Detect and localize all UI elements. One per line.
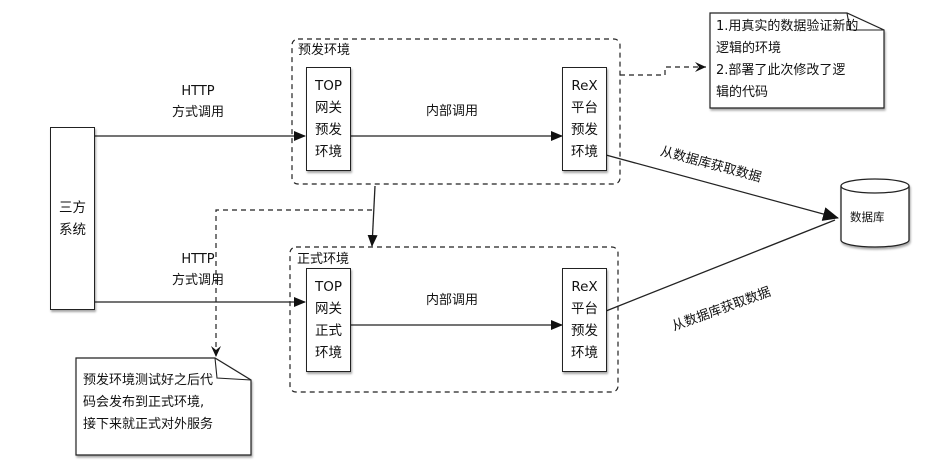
label-line: 预发 — [314, 122, 342, 138]
label-line: 网关 — [314, 100, 342, 116]
prod-env-container — [289, 246, 619, 393]
pre-top-gateway[interactable]: TOP 网关 预发 环境 — [306, 67, 351, 171]
pre-rex-platform-label: ReX 平台 预发 环境 — [571, 75, 598, 163]
deploy-arrow — [367, 185, 378, 247]
label-line: 方式调用 — [171, 105, 224, 120]
third-party-system-label: 三方 系统 — [59, 197, 86, 241]
database-label: 数据库 — [850, 210, 885, 224]
prod-rex-platform-label: ReX 平台 预发 环境 — [571, 276, 598, 364]
prod-top-gateway-label: TOP 网关 正式 环境 — [315, 276, 342, 364]
label-line: 平台 — [571, 100, 598, 116]
note-release-shape — [75, 357, 252, 456]
label-line: 网关 — [314, 301, 342, 317]
note-line: 1.用真实的数据验证新的 — [716, 19, 859, 34]
note-connector-release — [211, 209, 372, 357]
db-fetch-line-pre — [605, 154, 839, 221]
database-cylinder — [840, 178, 910, 248]
pre-env-container — [291, 38, 621, 185]
label-line: HTTP — [181, 84, 215, 99]
note-line: 接下来就正式对外服务 — [83, 417, 214, 432]
label-line: 平台 — [571, 301, 598, 317]
note-pre-env-shape — [709, 12, 885, 109]
note-line: 逻辑的环境 — [716, 41, 782, 56]
note-line: 辑的代码 — [716, 85, 769, 100]
label-line: TOP — [314, 279, 342, 295]
label-line: 环境 — [571, 345, 598, 361]
pre-internal-call-label: 内部调用 — [426, 104, 479, 119]
label-line: 预发 — [571, 323, 598, 339]
third-party-system[interactable]: 三方 系统 — [50, 127, 95, 310]
http-call-label-bottom: HTTP 方式调用 — [158, 251, 238, 289]
label-line: 正式 — [314, 323, 342, 339]
pre-top-gateway-label: TOP 网关 预发 环境 — [315, 75, 342, 163]
prod-internal-call-label: 内部调用 — [426, 293, 479, 308]
label-line: 环境 — [314, 144, 342, 160]
prod-rex-platform[interactable]: ReX 平台 预发 环境 — [562, 268, 607, 372]
prod-env-title: 正式环境 — [297, 252, 350, 267]
label-line: 环境 — [314, 345, 342, 361]
note-connector-pre — [620, 62, 706, 76]
label-line: 环境 — [571, 144, 598, 160]
note-pre-env: 1.用真实的数据验证新的 逻辑的环境 2.部署了此次修改了逻 辑的代码 — [716, 16, 858, 104]
note-release: 预发环境测试好之后代 码会发布到正式环境, 接下来就正式对外服务 — [83, 370, 213, 436]
http-call-label-top: HTTP 方式调用 — [158, 83, 238, 121]
note-line: 预发环境测试好之后代 — [83, 373, 214, 388]
pre-env-title: 预发环境 — [298, 43, 351, 58]
note-line: 码会发布到正式环境, — [83, 395, 205, 410]
prod-top-gateway[interactable]: TOP 网关 正式 环境 — [306, 268, 351, 372]
label-line: 预发 — [571, 122, 598, 138]
note-line: 2.部署了此次修改了逻 — [716, 63, 846, 78]
label-line: ReX — [571, 279, 598, 295]
label-line: 方式调用 — [171, 273, 224, 288]
label-line: 系统 — [59, 221, 86, 238]
label-line: HTTP — [181, 252, 215, 267]
db-fetch-line-prod — [605, 219, 836, 312]
label-line: ReX — [571, 78, 598, 94]
label-line: 三方 — [59, 199, 86, 216]
label-line: TOP — [314, 78, 342, 94]
pre-rex-platform[interactable]: ReX 平台 预发 环境 — [562, 67, 607, 171]
